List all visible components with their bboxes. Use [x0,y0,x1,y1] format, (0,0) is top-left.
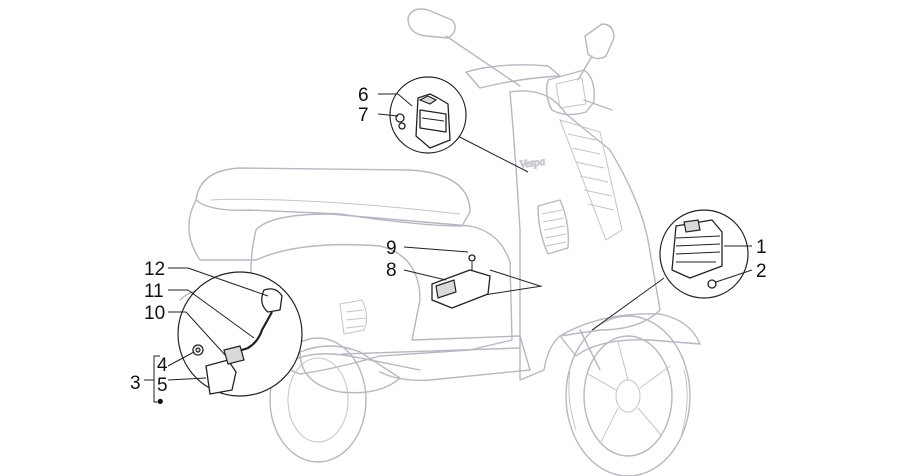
bracket-bullet: • [157,392,164,413]
front-fender [559,313,701,357]
part-number-9: 9 [386,238,397,259]
part-number-2: 2 [756,261,767,282]
part-number-12: 12 [144,259,165,280]
part-number-5: 5 [157,375,168,396]
part-number-7: 7 [358,105,369,126]
rear-wheel [269,337,367,463]
part-number-8: 8 [386,260,397,281]
detail-top-regulator: 6 7 [358,76,529,173]
left-mirror [407,8,456,39]
detail-left-ignition: 12 11 10 4 5 3 • [130,259,303,413]
seat [195,167,471,227]
part-number-6: 6 [358,85,369,106]
ignition-coil [205,359,237,395]
detail-middle-module: 9 8 [386,238,543,309]
control-module [431,269,491,309]
badge-text: Vespa [519,155,547,171]
spark-plug-cap [261,288,283,313]
rectifier-body [671,219,723,279]
part-number-4: 4 [157,355,168,376]
right-mirror [584,23,615,60]
leg-shield [509,90,661,381]
part-number-3: 3 [130,373,141,394]
part-number-10: 10 [144,303,165,324]
front-wheel [565,315,691,476]
detail-right-rectifier: 1 2 [591,209,767,331]
part-number-11: 11 [144,281,164,302]
part-number-1: 1 [756,237,767,258]
